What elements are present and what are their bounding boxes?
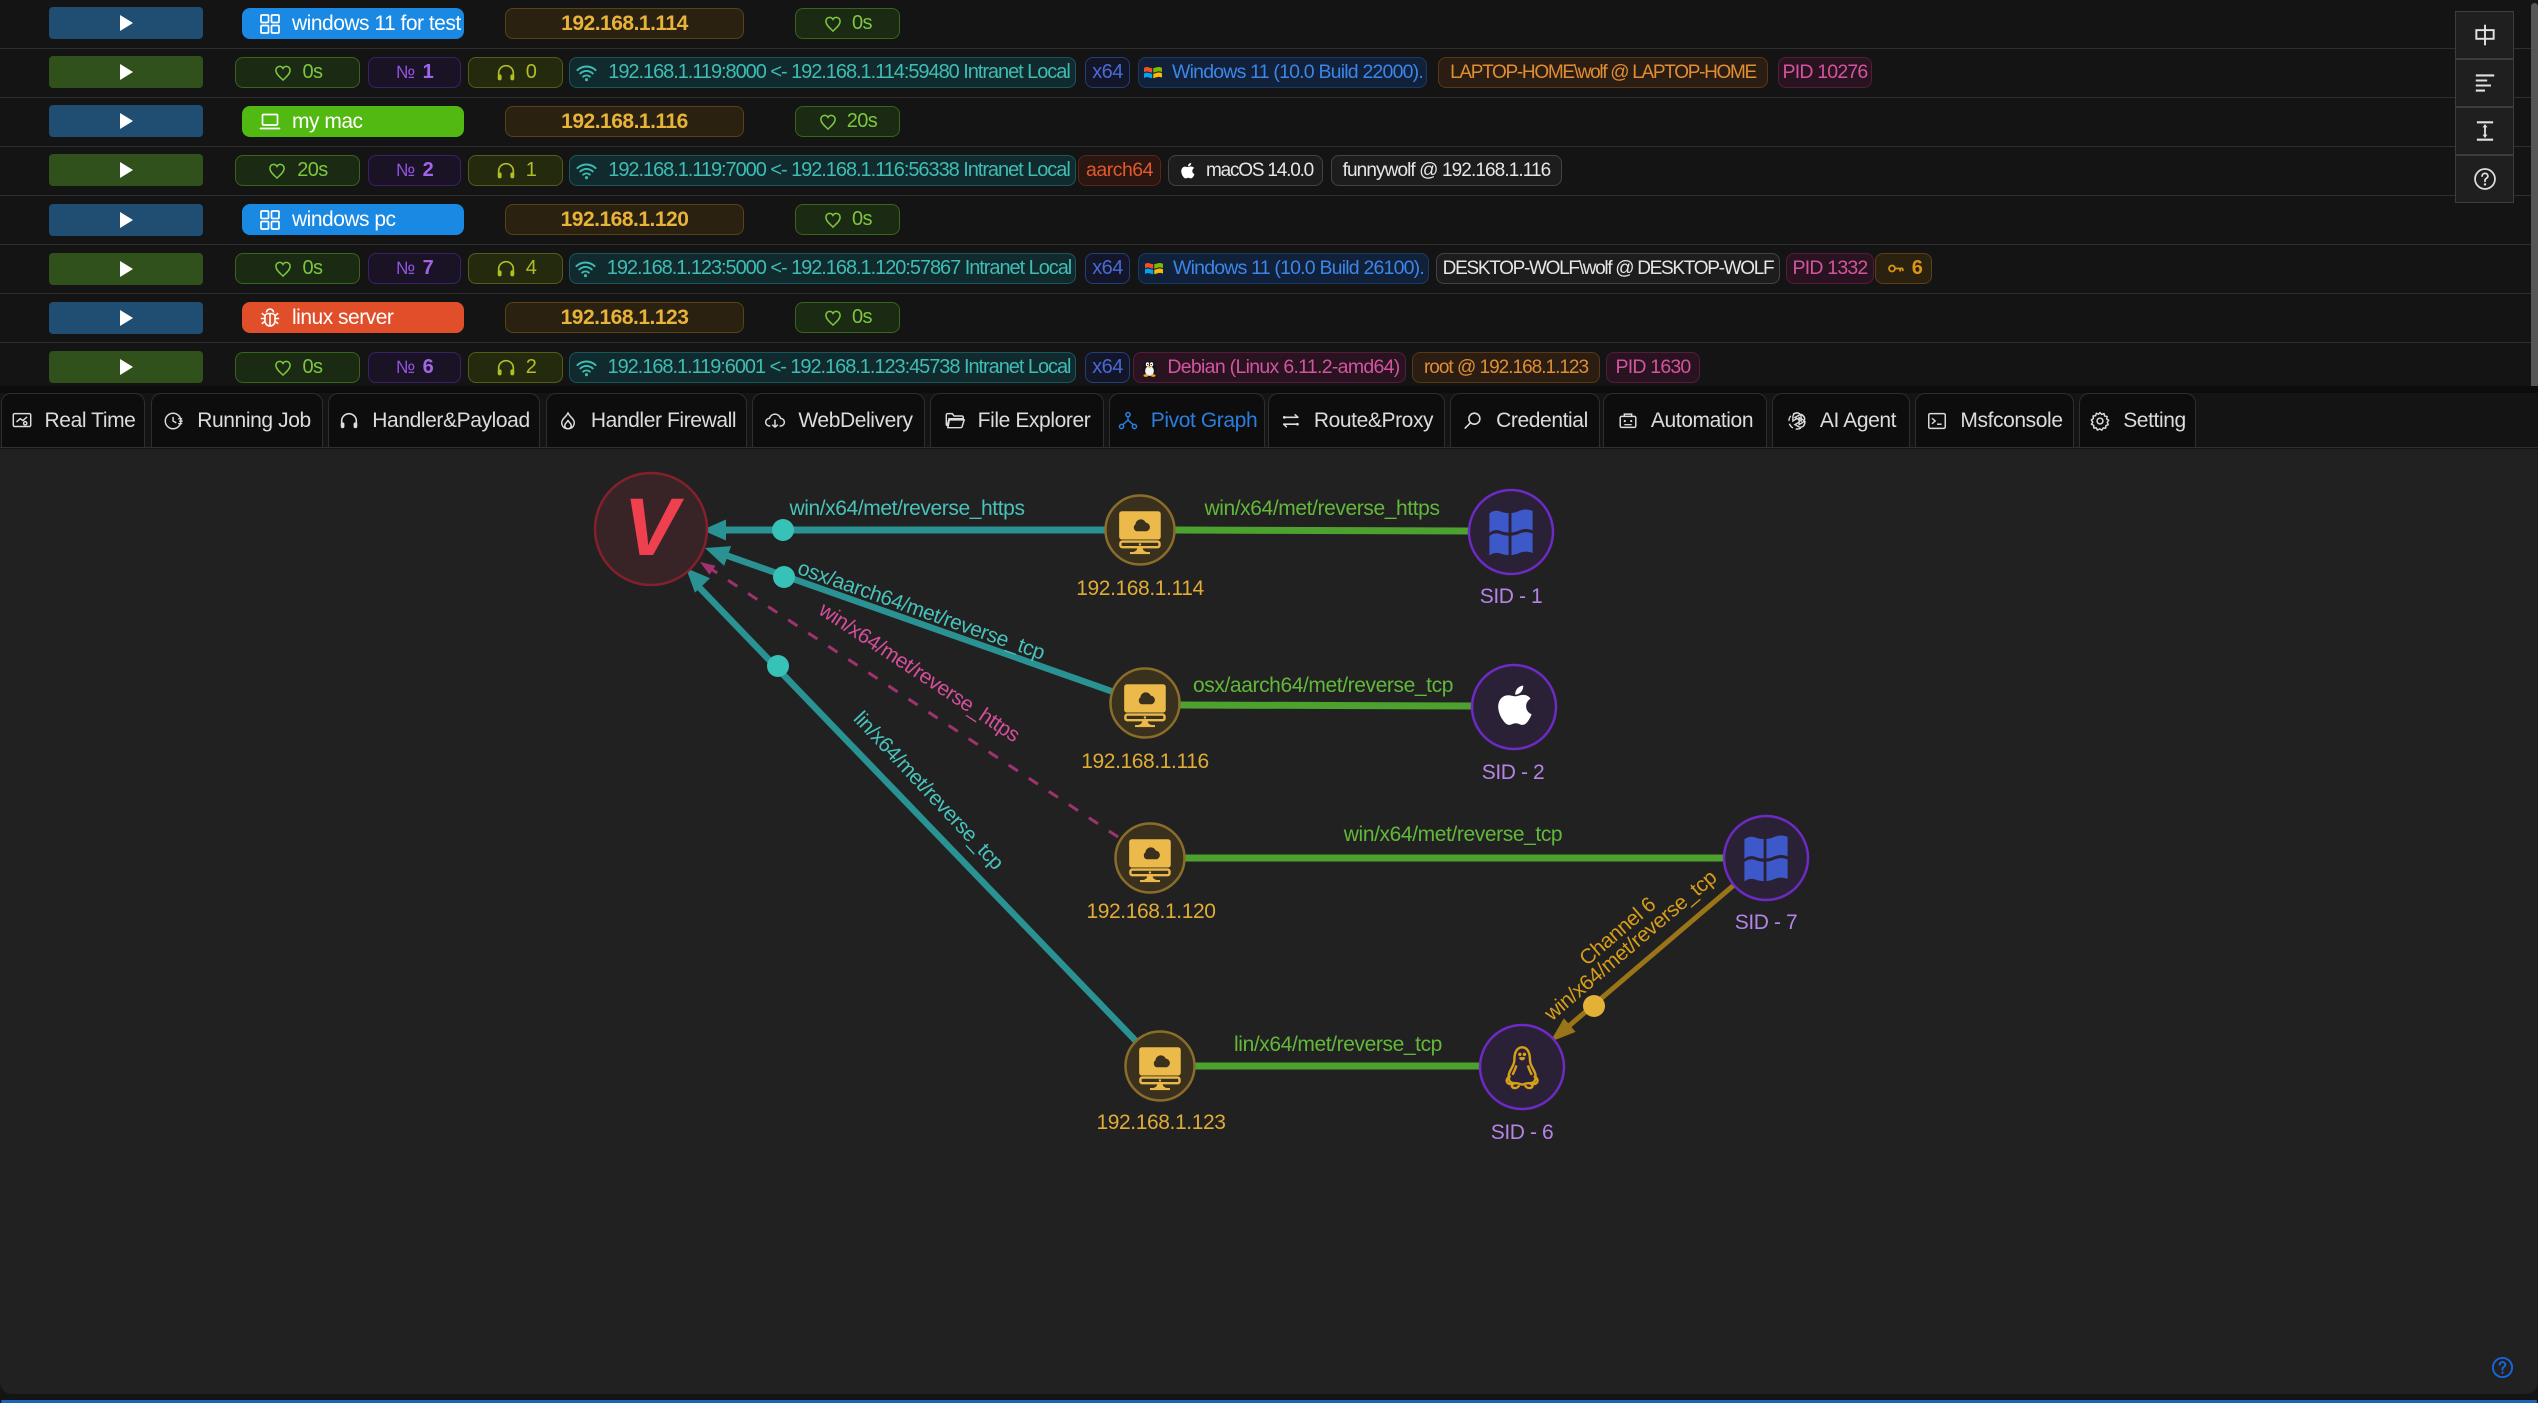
svg-text:V: V	[624, 482, 685, 573]
